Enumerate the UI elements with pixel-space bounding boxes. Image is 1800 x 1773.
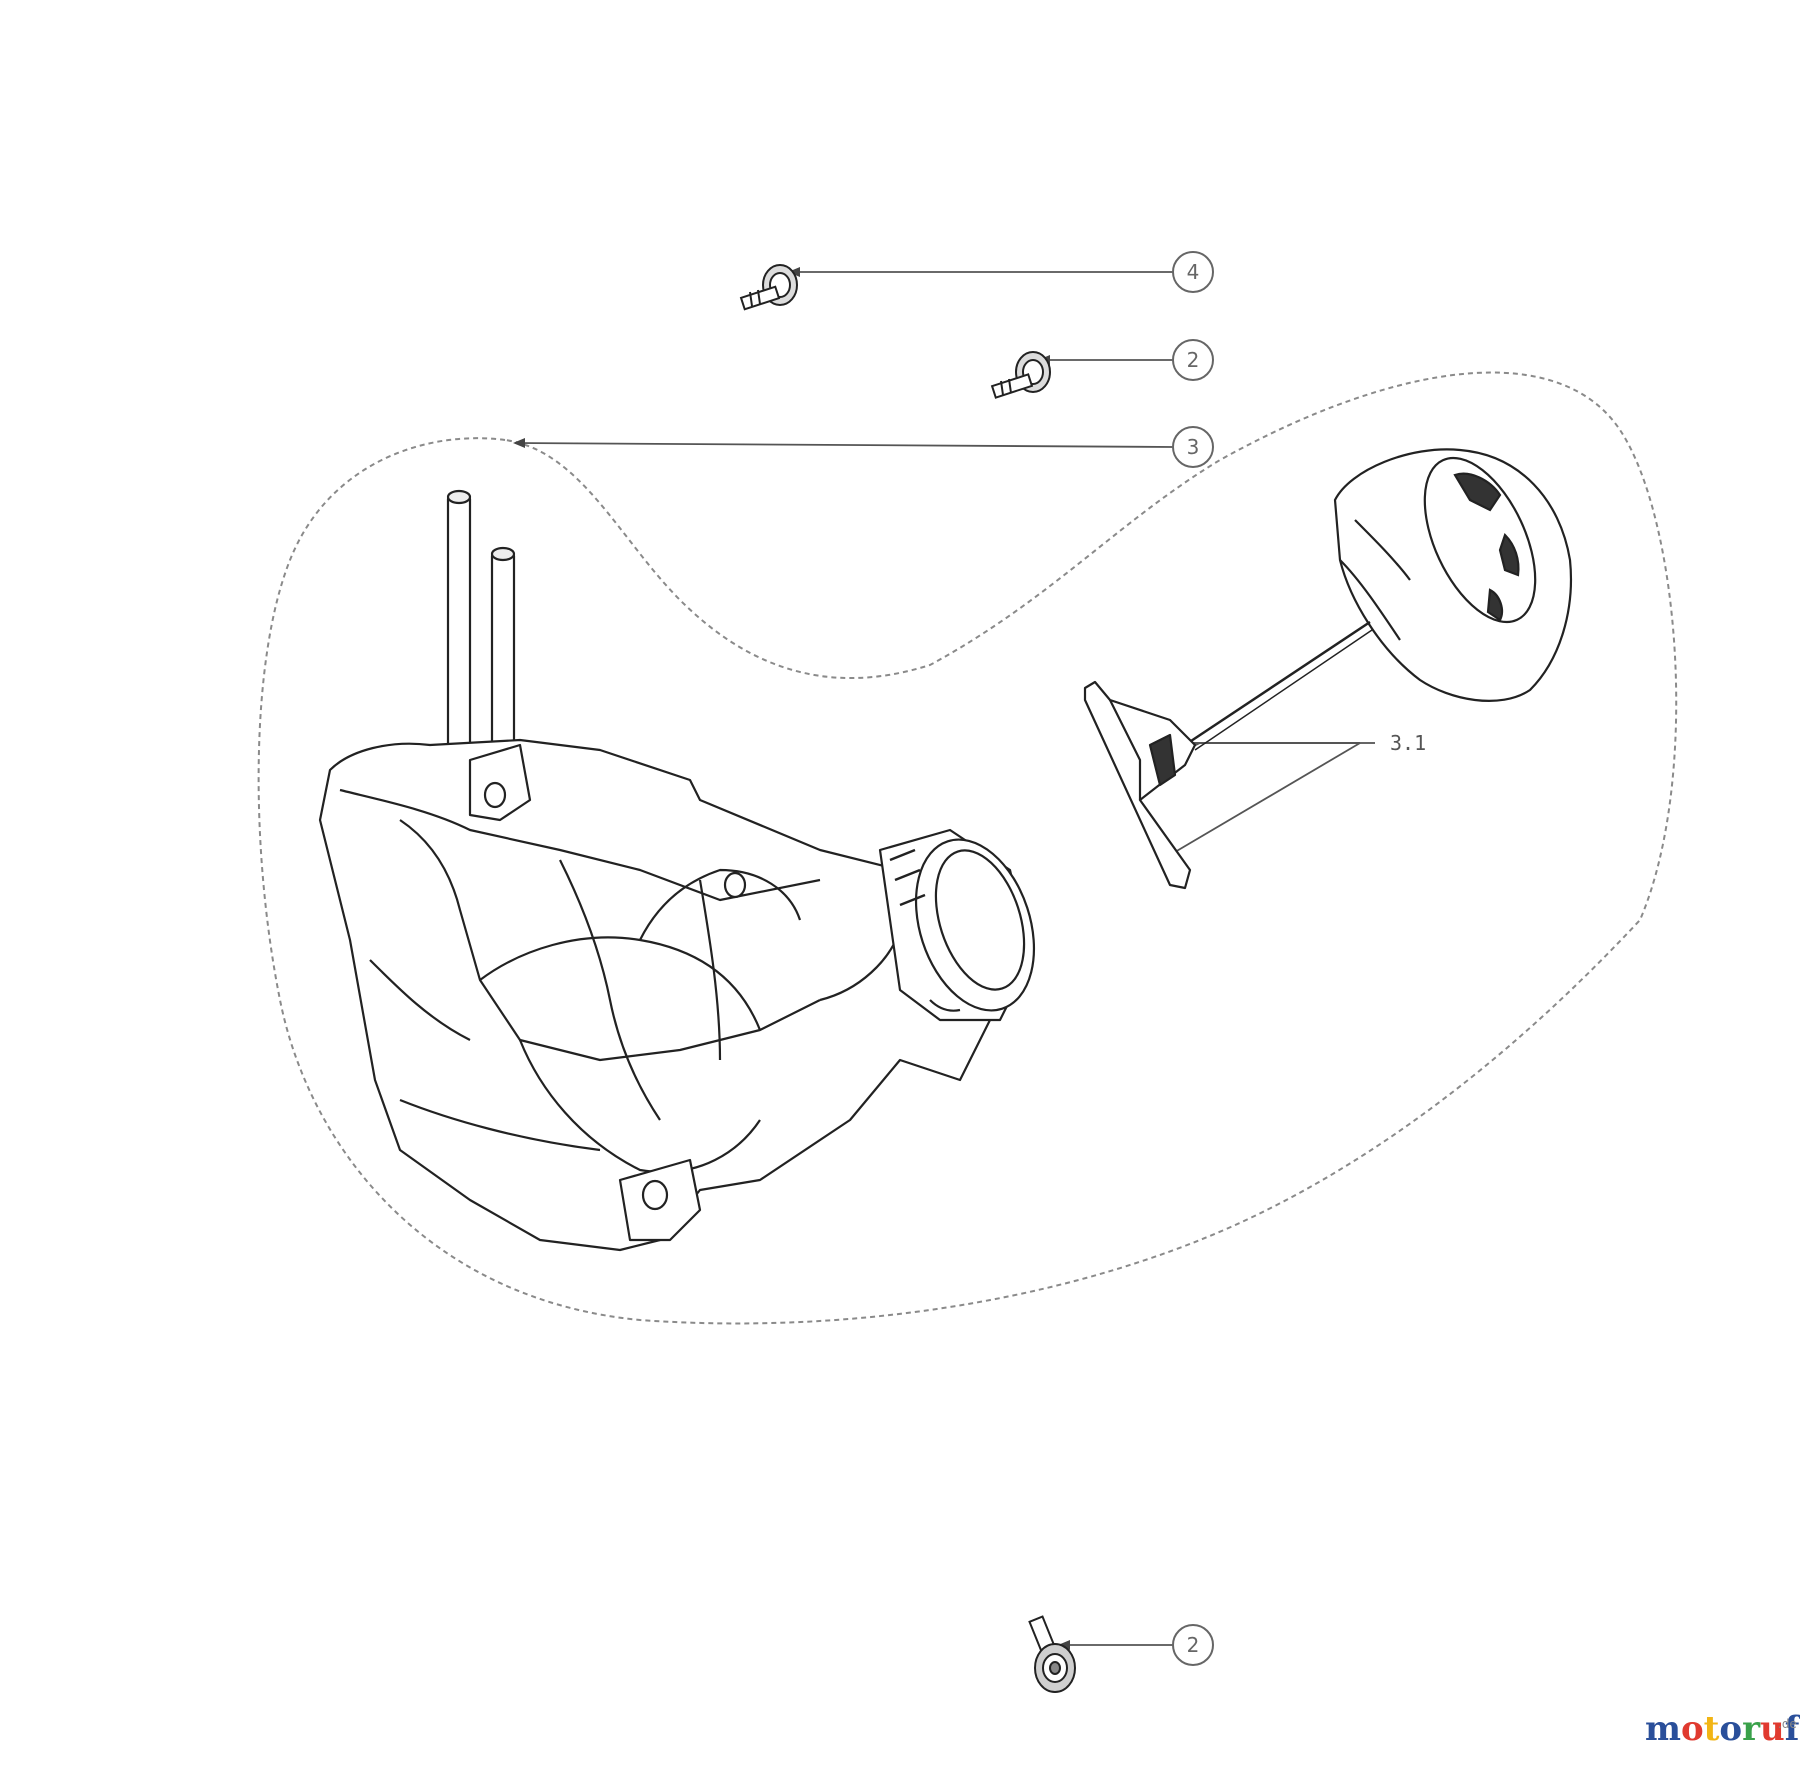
svg-text:.de: .de xyxy=(1778,1717,1797,1731)
svg-text:4: 4 xyxy=(1187,260,1200,284)
cap-retainer-illustration xyxy=(1083,620,1373,890)
callout-item-3-1: 3.1 xyxy=(1390,731,1426,755)
watermark-logo: motoruf .de xyxy=(1645,1709,1800,1749)
assembly-boundary xyxy=(257,371,1678,1325)
watermark-letter: m xyxy=(1645,1709,1681,1749)
fuel-cap-illustration xyxy=(1333,448,1573,702)
screw-icon-bottom xyxy=(1028,1615,1076,1693)
fuel-tank-illustration xyxy=(318,489,1036,1252)
svg-text:2: 2 xyxy=(1187,348,1200,372)
watermark-letter: u xyxy=(1760,1709,1785,1749)
callout-item-2-middle: 2 xyxy=(1172,339,1214,381)
watermark-letter: o xyxy=(1719,1709,1742,1749)
callout-item-3: 3 xyxy=(1172,426,1214,468)
svg-text:3.1: 3.1 xyxy=(1390,731,1426,755)
watermark-letter: r xyxy=(1742,1709,1761,1749)
svg-text:motoruf: motoruf xyxy=(1645,1709,1800,1749)
screw-icon-top xyxy=(739,264,798,311)
watermark-letter: o xyxy=(1681,1709,1704,1749)
svg-text:2: 2 xyxy=(1187,1633,1200,1657)
watermark-letter: t xyxy=(1704,1709,1720,1749)
callout-item-2-bottom: 2 xyxy=(1172,1624,1214,1666)
watermark-letter: f xyxy=(1785,1709,1800,1749)
screw-icon-middle xyxy=(990,351,1051,399)
callout-item-4: 4 xyxy=(1172,251,1214,293)
svg-text:3: 3 xyxy=(1187,435,1200,459)
